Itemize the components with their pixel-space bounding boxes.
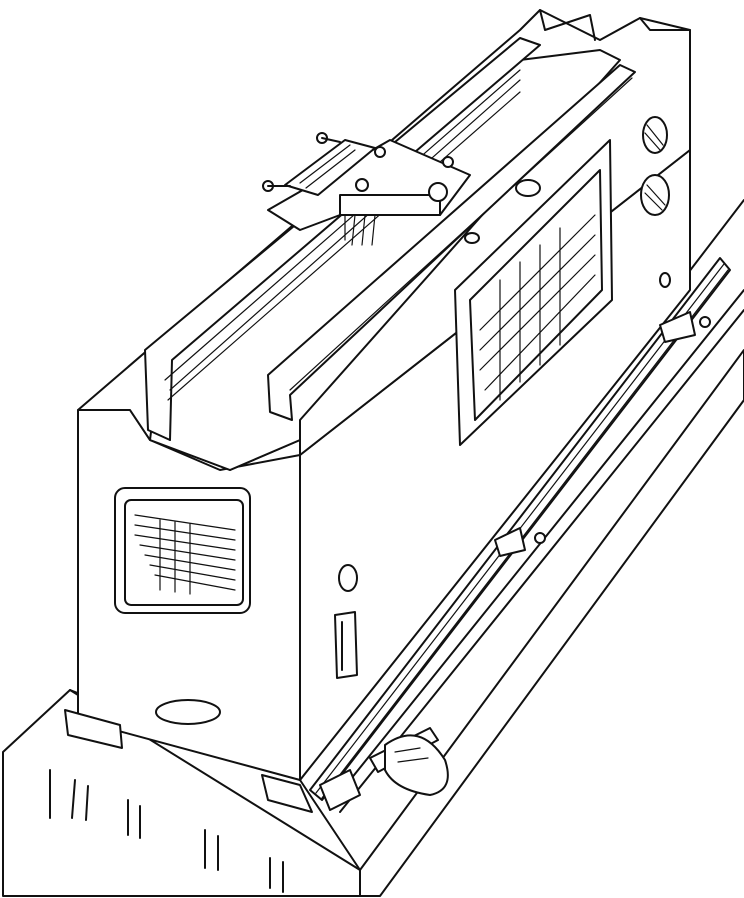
front-face-holes	[155, 564, 358, 725]
bed-casting	[77, 9, 691, 781]
hand-with-wrench	[319, 727, 449, 811]
support-wedges	[64, 311, 711, 813]
side-access-panel	[454, 139, 613, 446]
left-rail	[144, 37, 541, 441]
front-window	[114, 487, 251, 614]
side-holes	[464, 116, 671, 288]
measuring-bridge	[262, 132, 471, 246]
